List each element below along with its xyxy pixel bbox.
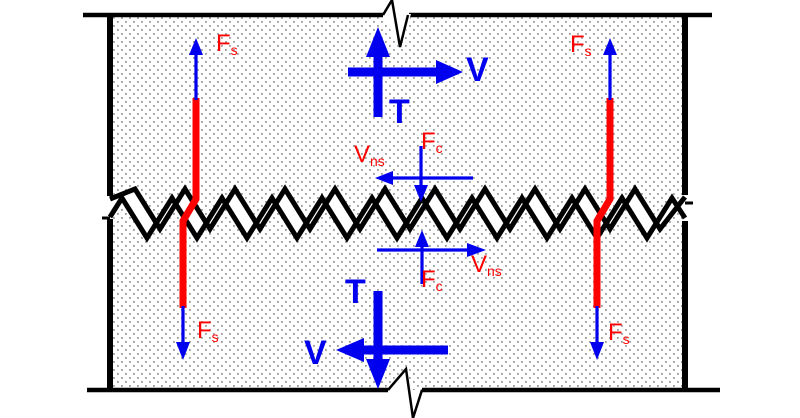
concrete-compression-arrow-top — [414, 146, 428, 202]
shear-arrow-bottom — [336, 338, 448, 362]
label-fc-bottom: Fc — [421, 266, 443, 295]
steel-force-arrow-top-left — [189, 38, 203, 100]
label-fs-top-right: Fs — [570, 31, 592, 60]
label-fs-bottom-left: Fs — [197, 317, 219, 346]
label-t-top: T — [389, 93, 410, 131]
label-vns-top: Vns — [354, 141, 385, 170]
label-t-bottom: T — [345, 273, 366, 311]
top-break-symbol — [381, 0, 410, 48]
shear-arrow-top — [348, 60, 463, 84]
bottom-break-symbol — [387, 366, 424, 418]
label-fs-bottom-right: Fs — [608, 319, 630, 348]
label-fs-top-left: Fs — [216, 30, 238, 59]
steel-force-arrow-bottom-left — [176, 306, 190, 360]
label-fc-top: Fc — [421, 128, 443, 157]
steel-force-arrow-bottom-right — [590, 306, 604, 360]
tension-arrow-top — [366, 27, 390, 117]
rebar-left — [179, 98, 200, 308]
steel-force-arrow-top-right — [603, 38, 617, 100]
rebar-right — [593, 98, 614, 308]
interface-shear-arrow-top — [375, 171, 473, 185]
label-vns-bottom: Vns — [471, 251, 502, 280]
label-v-bottom: V — [304, 334, 327, 372]
label-v-top: V — [466, 51, 489, 89]
interface-shear-arrow-bottom — [377, 243, 486, 257]
